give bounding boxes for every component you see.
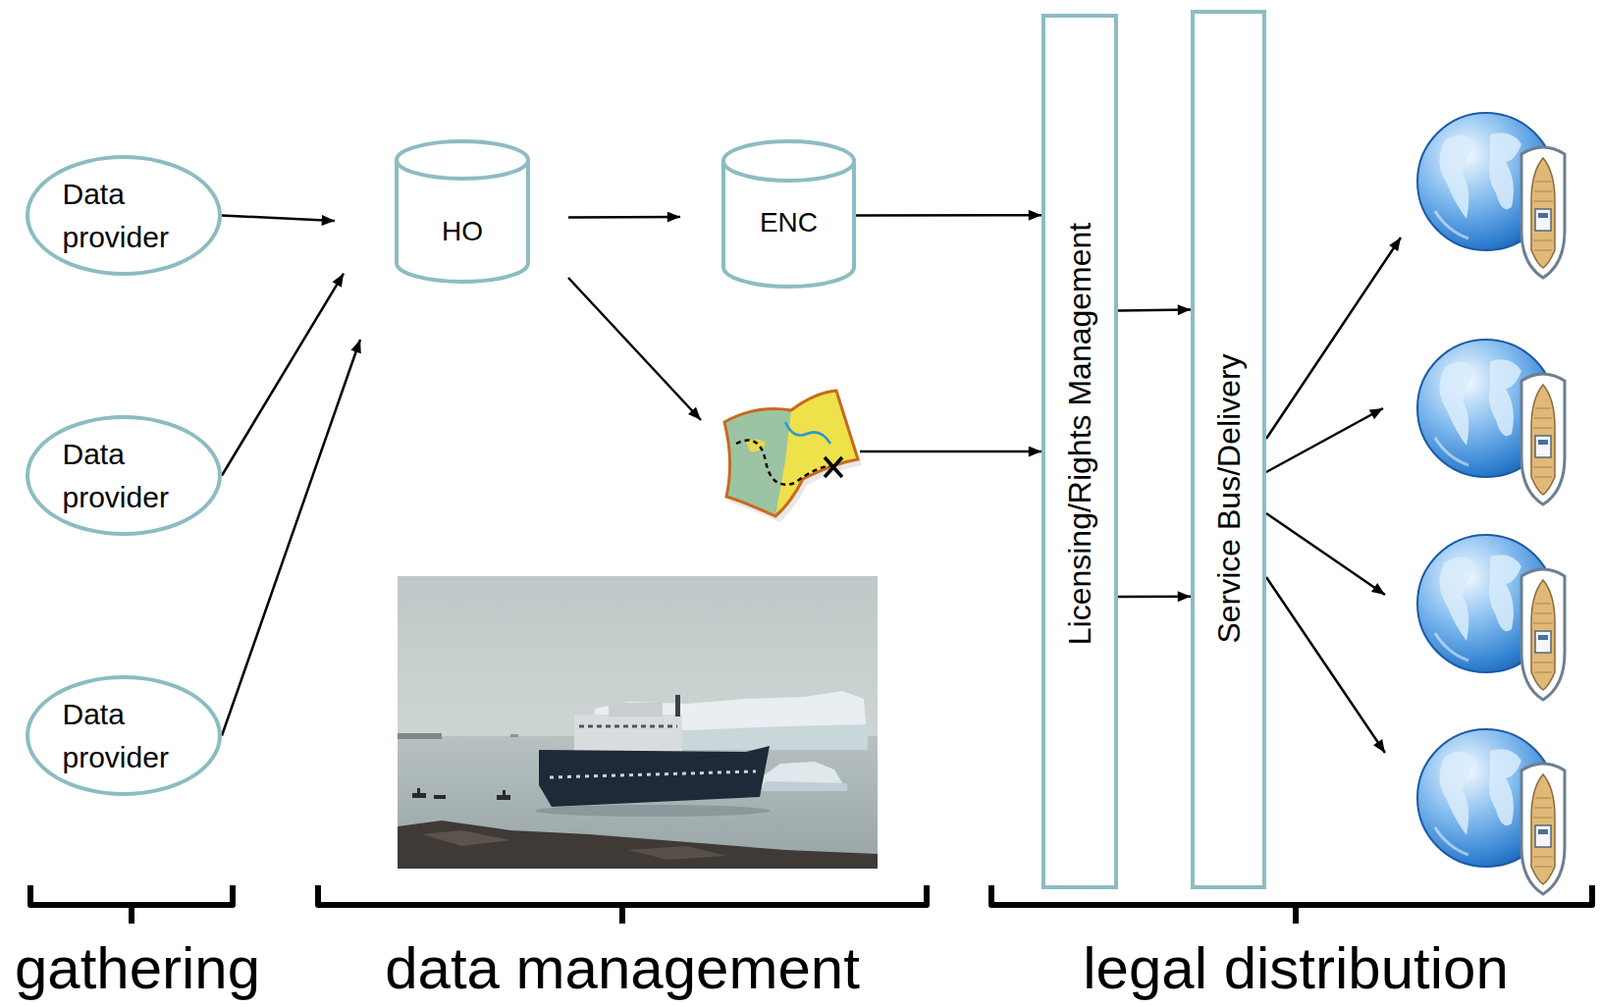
vertical-band: Service Bus/Delivery	[1190, 9, 1267, 890]
map-icon	[724, 390, 862, 523]
ship-photo	[417, 788, 421, 794]
ship-photo	[510, 734, 519, 738]
flow-arrow	[221, 273, 344, 477]
section-label: gathering	[14, 939, 261, 999]
ship-photo	[675, 694, 681, 717]
ship-photo	[433, 795, 446, 800]
flow-arrow	[221, 339, 361, 737]
globe-icon	[1417, 112, 1565, 278]
data-provider-ellipse: Data provider	[25, 155, 222, 276]
globe-icon	[1417, 534, 1565, 700]
flow-arrow	[1266, 408, 1384, 473]
node-text: Data provider	[62, 432, 186, 520]
layout-arrows	[568, 237, 1401, 753]
flow-arrow	[859, 450, 1042, 454]
ship-photo	[759, 781, 848, 792]
ship-photo	[397, 736, 878, 869]
ship-photo	[502, 790, 506, 796]
ship-photo	[759, 761, 848, 792]
node-text: ENC	[759, 206, 818, 240]
database-cylinder: HO	[394, 139, 531, 284]
section-brackets	[30, 885, 1593, 924]
flow-arrow	[568, 215, 681, 219]
ship-photo	[412, 793, 427, 799]
flow-arrow	[568, 277, 701, 421]
ship-photo	[538, 746, 770, 807]
cylinder-top	[396, 141, 529, 179]
map-icon	[736, 440, 833, 485]
ship-photo	[397, 733, 442, 740]
map-icon	[724, 390, 858, 517]
ship-photo	[534, 804, 771, 817]
section-label: legal distribution	[1082, 939, 1509, 999]
ship-photo	[397, 576, 878, 869]
ship-photo	[579, 725, 678, 729]
map-icon	[724, 390, 858, 517]
node-text: Data provider	[62, 172, 186, 260]
node-text: Licensing/Rights Management	[1061, 222, 1099, 645]
globe-icon	[1417, 729, 1565, 895]
ship-photo	[496, 795, 511, 800]
node-text: Service Bus/Delivery	[1210, 353, 1248, 643]
vertical-band: Licensing/Rights Management	[1041, 13, 1119, 890]
ship-photo	[608, 702, 663, 717]
flow-arrow	[1266, 513, 1386, 595]
ship-photo	[397, 576, 878, 869]
section-label: data management	[384, 939, 860, 999]
node-text: Data provider	[62, 693, 186, 780]
data-provider-ellipse: Data provider	[25, 415, 222, 536]
data-provider-ellipse: Data provider	[25, 675, 222, 797]
globe-icon	[1417, 339, 1565, 505]
ship-globes	[1417, 112, 1565, 895]
flow-arrow	[1118, 594, 1191, 598]
bracket	[30, 885, 233, 924]
flow-arrow	[1266, 577, 1386, 753]
bracket	[991, 885, 1593, 924]
flow-arrow	[1118, 308, 1191, 312]
ship-photo	[422, 830, 511, 847]
node-text: HO	[441, 214, 483, 249]
flow-arrow	[221, 215, 335, 222]
ship-photo	[628, 846, 727, 860]
cylinder-top	[723, 141, 854, 181]
ship-photo	[397, 820, 878, 869]
database-cylinder: ENC	[721, 139, 856, 289]
cylinder-outline	[394, 139, 531, 284]
map-icon	[785, 422, 831, 444]
map-icon	[824, 457, 843, 478]
bracket	[318, 885, 927, 924]
flow-arrow	[855, 213, 1042, 217]
ship-photo	[549, 771, 756, 778]
ship-photo	[574, 714, 683, 752]
